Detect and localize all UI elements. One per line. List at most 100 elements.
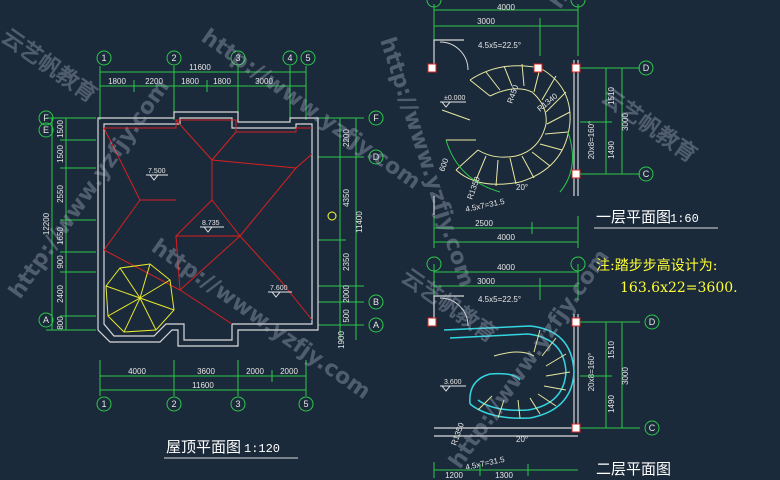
floor2-side-dim-lines <box>580 321 640 429</box>
axis-label: 1 <box>101 53 106 63</box>
axis-label: F <box>373 113 379 123</box>
roof-bottom-dim: 4000 <box>128 367 146 376</box>
roof-right-dim-lines <box>318 117 364 340</box>
roof-top-dim: 1800 <box>213 77 231 86</box>
roof-plan-title: 屋顶平面图 <box>166 438 241 456</box>
floor2-top-dim: 4000 <box>497 263 515 272</box>
elevation-triangle <box>440 385 452 392</box>
axis-label: C <box>649 423 656 433</box>
column-marker <box>571 423 581 433</box>
roof-elevation: 7.600 <box>270 285 288 292</box>
axis-label: C <box>643 169 650 179</box>
axis-label: 1 <box>101 399 106 409</box>
radius-dim-arc <box>559 131 573 193</box>
axis-label: 3 <box>235 53 240 63</box>
roof-ridges <box>103 119 313 325</box>
roof-left-dim-texts: 1500 1500 2550 1650 900 2400 800 12200 <box>42 120 65 330</box>
floor1-top-dim: 4000 <box>497 3 515 12</box>
roof-bottom-dim: 3600 <box>197 367 215 376</box>
floor1-label: 20° <box>516 183 528 192</box>
roof-right-dim-total: 11400 <box>355 211 364 233</box>
roof-top-dim: 3000 <box>255 77 273 86</box>
roof-left-dim: 2550 <box>56 185 65 203</box>
floor2-side-dim: 1510 <box>607 341 616 359</box>
floor1-stair-treads <box>441 63 571 187</box>
door-swing <box>439 41 469 71</box>
watermark-url: http://www.yzfjy.com <box>4 75 174 303</box>
roof-right-dim: 2200 <box>342 129 351 147</box>
axis-bubble <box>570 256 586 272</box>
axis-bubble <box>638 60 654 76</box>
floor1-side-dim: 3000 <box>621 113 630 131</box>
axis-bubble <box>38 110 54 126</box>
floor2-bottom-dim-lines <box>433 462 578 478</box>
floor2-bottom-dim: 1300 <box>495 471 513 480</box>
stair-turret <box>105 263 175 333</box>
floor2-side-dim: 1490 <box>607 395 616 413</box>
floor2-top-dim-lines <box>433 264 579 300</box>
floor1-bottom-dim: 2500 <box>475 219 493 228</box>
floor1-elevation: ±0.000 <box>444 95 465 102</box>
roof-left-dim: 2400 <box>56 285 65 303</box>
roof-elevation-marks <box>146 174 292 298</box>
roof-top-dim-lines <box>99 66 307 120</box>
roof-elevation: 8.735 <box>202 220 220 227</box>
floor2-label: 20x8=160° <box>587 353 596 392</box>
floor1-side-dim: 1490 <box>607 141 616 159</box>
floor2-bottom-dim: 1200 <box>445 471 463 480</box>
roof-left-dim: 1650 <box>56 227 65 245</box>
axis-label: F <box>43 113 49 123</box>
axis-label: 3 <box>235 399 240 409</box>
roof-right-dim-texts: 2200 4350 2350 2000 500 1900 11400 <box>337 129 364 349</box>
column-marker <box>571 63 581 73</box>
roof-plan: 11600 1800 2200 1800 1800 3000 1 2 3 4 5 <box>38 50 384 459</box>
roof-bottom-dim: 2000 <box>280 367 298 376</box>
roof-bottom-axis-bubbles <box>96 396 314 412</box>
roof-top-axis-bubbles <box>96 50 316 66</box>
floor1-top-dim: 3000 <box>477 17 495 26</box>
floor1-bottom-dim-lines <box>433 216 579 248</box>
floor1-label: R450 <box>505 83 520 105</box>
roof-top-dim: 2200 <box>145 77 163 86</box>
roof-top-dim: 1800 <box>181 77 199 86</box>
roof-left-dim: 1500 <box>56 120 65 138</box>
roof-bottom-dim-total: 11600 <box>192 381 214 390</box>
column-marker <box>571 317 581 327</box>
column-marker <box>427 63 437 73</box>
roof-elevation: 7.500 <box>148 168 166 175</box>
floor2-stair-treads <box>477 329 571 419</box>
axis-bubble <box>426 0 442 8</box>
roof-left-dim: 1500 <box>56 145 65 163</box>
roof-right-dim: 500 <box>342 309 351 323</box>
roof-top-dim: 1800 <box>108 77 126 86</box>
floor2-top-dim: 3000 <box>477 277 495 286</box>
floor1-side-dim: 1510 <box>607 87 616 105</box>
floor1-label: 600 <box>437 157 450 173</box>
roof-left-dim-lines <box>46 117 96 331</box>
roof-bottom-dim-lines <box>99 360 307 396</box>
axis-label: D <box>643 63 650 73</box>
roof-right-dim: 1900 <box>337 331 346 349</box>
axis-label: 5 <box>305 53 310 63</box>
floor1-stair-plan: 4000 3000 <box>426 0 718 248</box>
roof-top-dim-total: 11600 <box>189 63 211 72</box>
column-marker <box>533 63 543 73</box>
roof-outline <box>97 111 319 347</box>
elevation-triangle <box>440 101 452 108</box>
axis-label: 2 <box>171 53 176 63</box>
axis-bubble <box>426 256 442 272</box>
roof-left-dim: 800 <box>56 316 65 330</box>
axis-label: 5 <box>303 399 308 409</box>
roof-left-dim-total: 12200 <box>42 212 51 235</box>
watermark-brand: 云艺帆教育 <box>0 24 102 108</box>
floor2-stair-plan: 4000 3000 <box>426 256 671 480</box>
axis-label: B <box>373 297 379 307</box>
floor1-label: 4.5x5=22.5° <box>478 41 521 50</box>
watermark-url: http://www.yzfjy.com <box>544 0 714 13</box>
axis-label: 4 <box>287 53 292 63</box>
floor1-bottom-dim: 4000 <box>497 233 515 242</box>
floor1-top-dim-lines <box>433 4 579 56</box>
axis-bubble <box>570 0 586 8</box>
